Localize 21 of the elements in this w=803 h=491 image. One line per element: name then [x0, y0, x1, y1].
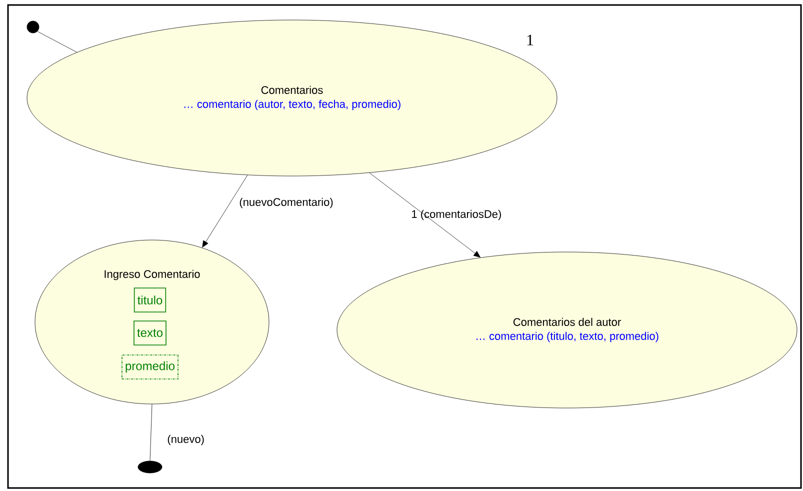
state-title: Comentarios — [261, 86, 323, 94]
attribute-list: … comentario (titulo, texto, promedio) — [476, 332, 658, 342]
state-title: Comentarios del autor — [513, 318, 621, 326]
edge-label: 1 (comentariosDe) — [412, 210, 501, 220]
connector-line — [150, 404, 152, 461]
state-ellipse — [34, 240, 270, 404]
edge-label: (nuevoComentario) — [240, 198, 333, 208]
input-field: promedio — [122, 354, 178, 380]
start-marker — [26, 20, 40, 34]
edge-label: (nuevo) — [168, 434, 204, 446]
multiplicity-label: 1 — [527, 34, 534, 46]
state-ellipse — [336, 252, 798, 408]
arrow — [202, 174, 248, 248]
input-field: titulo — [134, 288, 166, 312]
state-title: Ingreso Comentario — [104, 270, 200, 280]
state-ellipse — [26, 20, 558, 176]
end-marker — [138, 460, 162, 474]
input-field: texto — [134, 320, 166, 346]
connector-line — [37, 31, 78, 52]
arrow — [369, 172, 480, 258]
attribute-list: … comentario (autor, texto, fecha, promedio) — [184, 100, 400, 110]
